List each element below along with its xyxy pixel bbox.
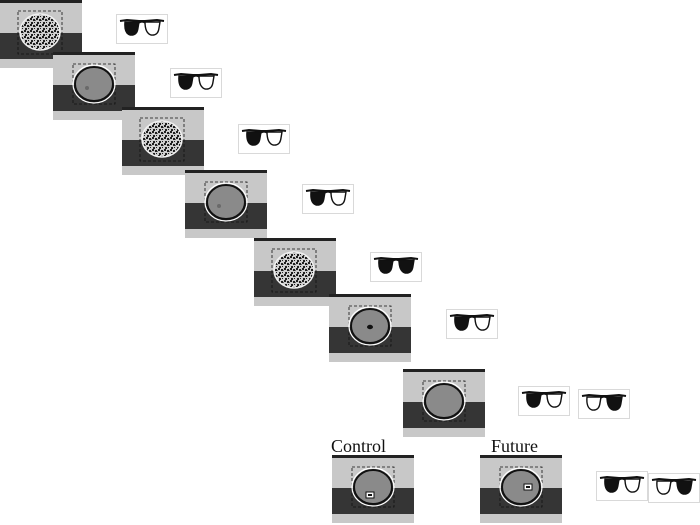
shutter-glasses-icon bbox=[446, 309, 498, 339]
future-label: Future bbox=[491, 436, 538, 456]
stimulus-frame-noise bbox=[254, 238, 336, 306]
shutter-glasses-icon bbox=[578, 389, 630, 419]
shutter-glasses-icon bbox=[518, 386, 570, 416]
shutter-glasses-icon bbox=[596, 471, 648, 501]
stimulus-frame-grey-disc bbox=[53, 52, 135, 120]
shutter-glasses-icon bbox=[302, 184, 354, 214]
shutter-glasses-icon bbox=[648, 473, 700, 503]
shutter-glasses-icon bbox=[238, 124, 290, 154]
stimulus-frame-grey-disc-dot bbox=[329, 294, 411, 362]
stimulus-frame-control bbox=[332, 455, 414, 523]
stimulus-frame-noise bbox=[122, 107, 204, 175]
stimulus-frame-future bbox=[480, 455, 562, 523]
shutter-glasses-icon bbox=[170, 68, 222, 98]
stimulus-frame-grey-disc bbox=[185, 170, 267, 238]
shutter-glasses-icon bbox=[116, 14, 168, 44]
stimulus-frame-noise bbox=[0, 0, 82, 68]
shutter-glasses-icon bbox=[370, 252, 422, 282]
control-label: Control bbox=[331, 436, 387, 456]
stimulus-frame-grey-disc bbox=[403, 369, 485, 437]
